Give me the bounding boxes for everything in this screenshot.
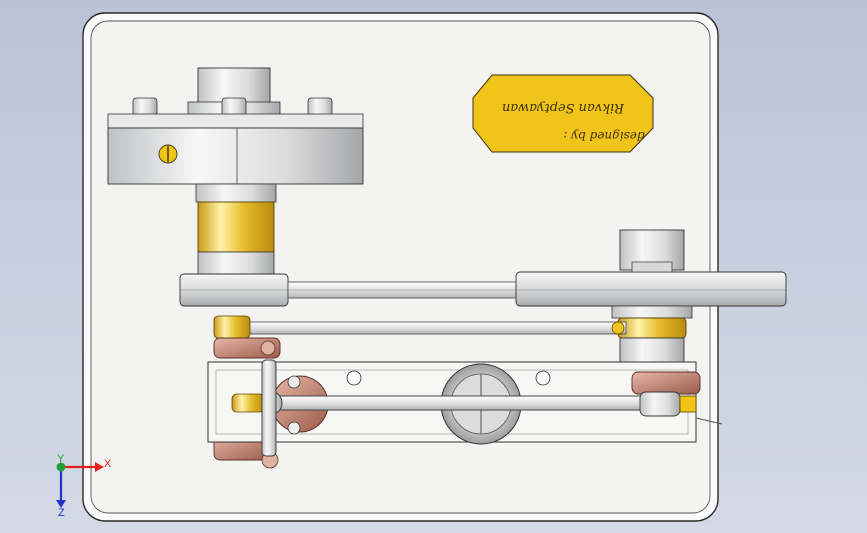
axis-y-label: Y <box>57 453 65 465</box>
axis-x-label: X <box>104 458 112 470</box>
lower-connecting-rod[interactable] <box>231 359 663 457</box>
designer-plaque: Rikvan Septyawan designed by : <box>472 74 654 153</box>
bolt-heads <box>132 97 333 117</box>
plaque-designer-name: Rikvan Septyawan <box>502 100 625 115</box>
drive-belt[interactable] <box>179 271 787 307</box>
slotted-screw-icon <box>158 144 178 164</box>
right-pulley-hub[interactable] <box>611 229 693 373</box>
motor-hub-assembly[interactable] <box>107 67 364 275</box>
axis-z-label: Z <box>58 507 65 519</box>
upper-connecting-rod[interactable] <box>213 315 627 339</box>
right-linkage[interactable] <box>631 371 723 425</box>
plaque-designed-by: designed by : <box>563 129 644 143</box>
axis-triad: X Y Z <box>56 453 112 519</box>
